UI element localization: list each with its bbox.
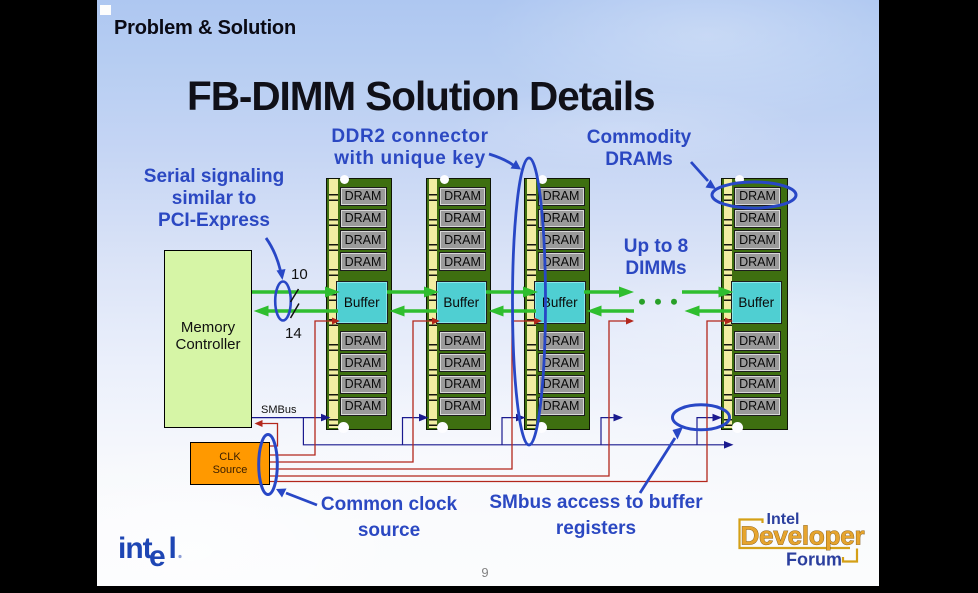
svg-text:Forum: Forum [786, 550, 842, 570]
svg-text:e: e [149, 540, 166, 573]
svg-text:int: int [118, 532, 153, 565]
svg-text:Intel: Intel [767, 511, 800, 528]
svg-text:Developer: Developer [741, 521, 865, 551]
svg-text:l: l [169, 532, 177, 565]
